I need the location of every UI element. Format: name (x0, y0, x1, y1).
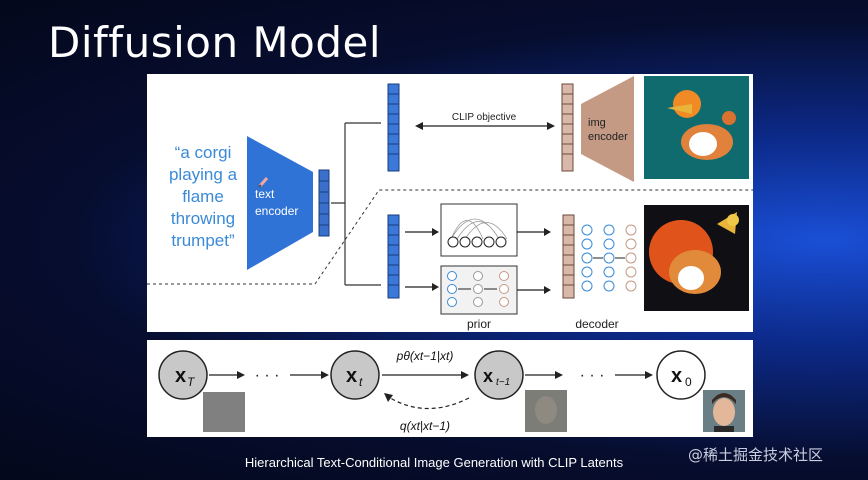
arrow-t1-dots-head (555, 371, 563, 379)
prompt-line-4: throwing (171, 209, 235, 228)
q-label: q(xt|xt−1) (400, 419, 450, 433)
noise-image-T (203, 392, 245, 432)
node-x-0 (656, 350, 706, 400)
prior-arrow-bot-in-head (432, 283, 439, 291)
prior-diffusion-box (440, 265, 518, 315)
clip-text-embedding (387, 83, 400, 172)
node-x-t-minus-1-label: x (483, 366, 493, 386)
arrow-p-theta-head (461, 371, 469, 379)
prior-label: prior (467, 317, 491, 331)
arrow-dots-t-head (321, 371, 329, 379)
img-encoder-line-2: encoder (588, 131, 628, 143)
node-x-t (330, 350, 380, 400)
clean-face-image (703, 390, 745, 432)
decoder-label: decoder (575, 317, 618, 331)
corgi-generated-image (644, 205, 749, 311)
watermark: @稀土掘金技术社区 (688, 446, 824, 464)
node-x-T (158, 350, 208, 400)
text-embedding-vector (318, 169, 330, 237)
p-theta-label: pθ(xt−1|xt) (396, 349, 454, 363)
noisy-face-image (525, 390, 567, 432)
text-encoder-block (247, 136, 313, 270)
dots-right: · · · (580, 367, 605, 384)
prior-arrow-top-out-head (544, 228, 551, 236)
prompt-line-1: “a corgi (175, 143, 232, 162)
pencil-icon (258, 177, 269, 188)
dots-left: · · · (255, 367, 280, 384)
node-x-t-minus-1-sub: t−1 (496, 377, 510, 388)
prompt-line-3: flame (182, 187, 224, 206)
arrow-q (386, 395, 470, 410)
prompt-line-5: trumpet” (171, 231, 235, 250)
arrow-dots-0-head (645, 371, 653, 379)
prior-arrow-bot-out-head (544, 286, 551, 294)
img-encoder-block (581, 76, 634, 182)
node-x-t-sub: t (359, 375, 363, 389)
node-x-0-label: x (671, 365, 682, 387)
text-encoder-line-1: text (255, 187, 275, 201)
slide-caption: Hierarchical Text-Conditional Image Gene… (244, 455, 624, 470)
clip-diagram-panel: “a corgi playing a flame throwing trumpe… (147, 74, 753, 332)
corgi-trumpet-image (644, 76, 749, 179)
diffusion-chain-panel: x T · · · x t pθ(xt−1|xt) q(xt|xt−1) x t… (147, 340, 753, 437)
arrow-T-dots-head (237, 371, 245, 379)
node-x-T-sub: T (187, 375, 196, 389)
node-x-T-label: x (175, 365, 186, 387)
slide-title: Diffusion Model (48, 18, 382, 67)
node-x-0-sub: 0 (685, 375, 692, 389)
node-x-t-minus-1 (474, 350, 524, 400)
clip-image-embedding (561, 83, 574, 172)
diffusion-chain: x T · · · x t pθ(xt−1|xt) q(xt|xt−1) x t… (158, 349, 745, 433)
clip-objective-label: CLIP objective (452, 112, 517, 123)
arrow-q-head (384, 393, 393, 402)
embedding-bracket (331, 122, 381, 286)
clip-diagram: “a corgi playing a flame throwing trumpe… (147, 76, 753, 331)
clip-objective-arrow (415, 122, 555, 130)
text-encoder-line-2: encoder (255, 204, 298, 218)
prior-input-embedding (387, 214, 400, 299)
dashed-divider (147, 189, 753, 285)
img-encoder-line-1: img (588, 117, 606, 129)
decoder-network (581, 224, 637, 292)
prior-arrow-top-in-head (432, 228, 439, 236)
prior-autoregressive-box (440, 203, 518, 257)
decoder-image-embedding (562, 214, 575, 299)
prompt-line-2: playing a (169, 165, 238, 184)
node-x-t-label: x (346, 365, 357, 387)
